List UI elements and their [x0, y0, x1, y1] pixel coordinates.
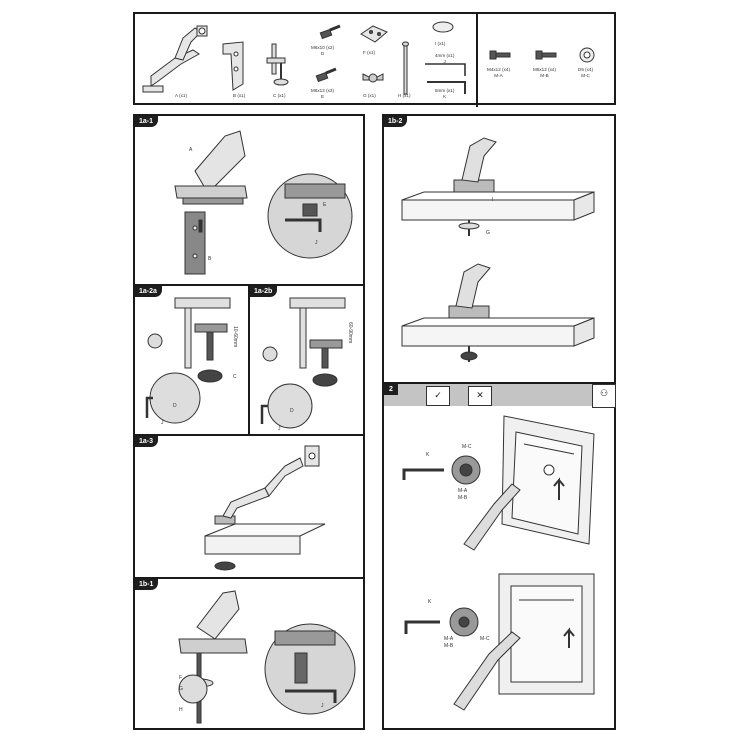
hardware-ma-label: M4x12 (x4) M-A [487, 67, 510, 78]
step-1b-2-panel: 1b-2 I G [382, 114, 616, 384]
step-1a-2a-panel: 1a-2a 10-60mm C D J [133, 284, 250, 436]
part-j-letter: J [443, 58, 446, 64]
label-b: B [208, 256, 212, 262]
label-j: J [321, 703, 324, 709]
hardware-ma-letter: M-A [494, 72, 503, 78]
part-a-arm-drawing [142, 25, 208, 93]
step-1a-1-tag: 1a-1 [135, 116, 159, 127]
part-d-size: M6x10 (x2) [311, 45, 334, 50]
part-k-letter: K [443, 93, 447, 99]
label-g: G [179, 686, 183, 692]
label-m-a: M-A [458, 488, 468, 494]
label-h: H [179, 707, 183, 713]
step-1a-2b-drawing [260, 297, 346, 429]
hardware-mb-letter: M-B [540, 72, 549, 78]
step-1a-1-panel: 1a-1 A E B J [133, 114, 365, 286]
label-c: C [233, 374, 237, 380]
part-j-size: 4mm (x1) [435, 53, 455, 58]
part-j-hexkey-drawing [425, 63, 466, 76]
part-i-label: I (x1) [435, 41, 446, 46]
label-m-a: M-A [444, 636, 454, 642]
part-f-plate-drawing [360, 25, 388, 43]
step-1a-3-tag: 1a-3 [135, 436, 159, 447]
label-m-b: M-B [458, 495, 468, 501]
part-g-label: G (x1) [363, 93, 376, 98]
part-e-letter: E [320, 93, 325, 99]
parts-list-panel: A (x1) B (x1) C (x1) M6x10 (x2) D M6x12 … [133, 12, 616, 107]
step-1a-2a-tag: 1a-2a [135, 286, 162, 297]
step-1b-1-panel: 1b-1 F G H J [133, 577, 365, 730]
label-j: J [315, 240, 318, 246]
label-m-c: M-C [462, 444, 472, 450]
label-j: J [161, 420, 164, 426]
label-e: E [323, 202, 327, 208]
part-b-label: B (x1) [233, 93, 246, 98]
label-k: K [428, 599, 432, 605]
two-person-lift-icon: ⚇ [592, 384, 616, 408]
hardware-ma-size: M4x12 (x4) [487, 67, 510, 72]
step-1a-3-panel: 1a-3 [133, 434, 365, 579]
label-a: A [189, 147, 193, 153]
part-e-screw-drawing [315, 67, 337, 83]
step-1a-1-drawing [174, 130, 353, 275]
step-1b-1-drawing [178, 590, 356, 724]
step-2-panel: 2 ✓ ✕ ⚇ K M-C M-A M-B K [382, 382, 616, 730]
label-d: D [290, 408, 294, 414]
label-k: K [426, 452, 430, 458]
detail-magnifier [267, 173, 353, 259]
measure-label: 60-90mm [347, 322, 353, 344]
label-m-c: M-C [480, 636, 490, 642]
detail-magnifier [264, 623, 356, 715]
step-1b-1-tag: 1b-1 [135, 579, 159, 590]
parts-drawings [142, 14, 595, 107]
hardware-ma-screw-drawing [489, 50, 511, 60]
wrong-orientation-icon: ✕ [468, 386, 492, 406]
step-2-drawing [402, 415, 595, 711]
part-c-label: C (x1) [273, 93, 286, 98]
part-a-label: A (x1) [175, 93, 187, 98]
label-m-b: M-B [444, 643, 454, 649]
step-2-tag: 2 [384, 384, 398, 395]
step-1a-2a-drawing [145, 297, 231, 424]
step-1b-2-tag: 1b-2 [384, 116, 408, 127]
part-k-hexkey-drawing [427, 81, 466, 94]
hardware-mc-label: D5 (x4) M-C [578, 67, 593, 78]
part-k-label: 5mm (x1) K [435, 88, 454, 99]
part-d-screw-drawing [319, 24, 341, 40]
part-h-rod-drawing [402, 41, 409, 95]
part-k-size: 5mm (x1) [435, 88, 455, 93]
hardware-mb-size: M5x12 (x4) [533, 67, 556, 72]
hardware-mb-label: M5x12 (x4) M-B [533, 67, 556, 78]
step-2-header: 2 ✓ ✕ ⚇ [384, 384, 616, 408]
part-b-bracket-drawing [222, 41, 244, 91]
step-1b-2-drawing [401, 137, 595, 362]
hardware-mb-screw-drawing [535, 50, 557, 60]
step-1a-2b-tag: 1a-2b [250, 286, 278, 297]
step-1a-3-drawing [204, 445, 326, 571]
label-g: G [486, 230, 490, 236]
part-i-plate-drawing [432, 21, 454, 33]
label-d: D [173, 403, 177, 409]
part-e-label: M6x12 (x3) E [311, 88, 334, 99]
label-f: F [179, 675, 183, 681]
label-i: I [492, 197, 494, 203]
hardware-mc-washer-drawing [579, 47, 595, 63]
correct-orientation-icon: ✓ [426, 386, 450, 406]
hardware-mc-size: D5 (x4) [578, 67, 594, 72]
part-g-wingnut-drawing [362, 73, 384, 83]
part-f-label: F (x1) [363, 50, 375, 55]
part-j-label: 4mm (x1) J [435, 53, 454, 64]
part-e-size: M6x12 (x3) [311, 88, 334, 93]
part-h-label: H (x1) [398, 93, 411, 98]
part-d-label: M6x10 (x2) D [311, 45, 334, 56]
measure-label: 10-60mm [232, 326, 238, 348]
hardware-mc-letter: M-C [581, 72, 590, 78]
part-d-letter: D [320, 50, 325, 56]
step-1a-2b-panel: 1a-2b 60-90mm D J [248, 284, 365, 436]
part-c-clamp-drawing [266, 43, 289, 86]
label-j: J [278, 426, 281, 432]
